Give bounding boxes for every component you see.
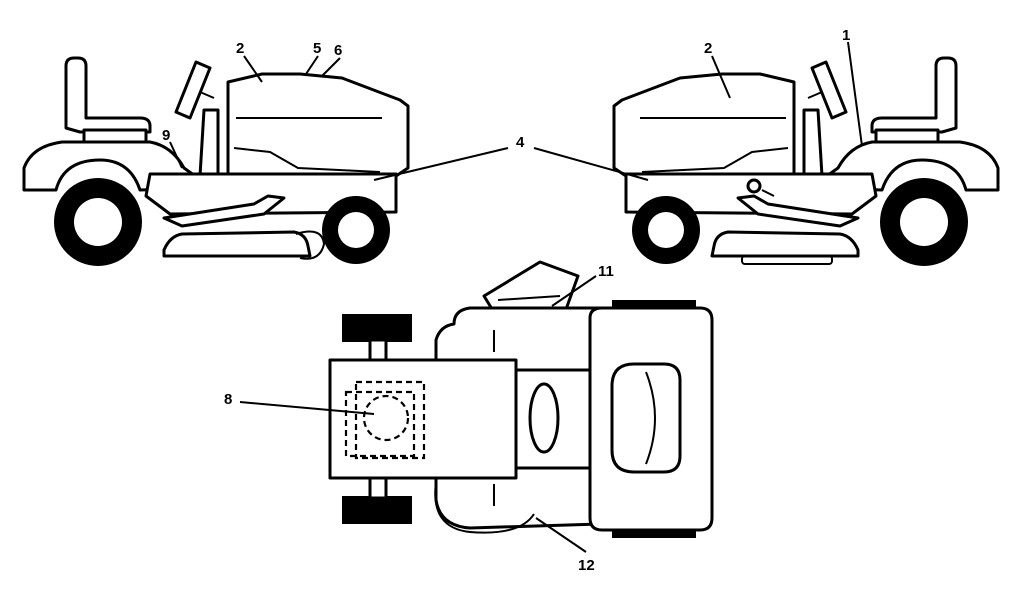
callout-12: 12 (578, 557, 595, 574)
tractor-top-view (328, 260, 714, 538)
front-wheel-top-right (342, 496, 412, 524)
front-wheel-top-left (342, 314, 412, 342)
steering-wheel (174, 60, 212, 120)
seat-base (82, 128, 148, 144)
callout-8: 8 (224, 391, 232, 408)
mower-deck (710, 230, 860, 258)
lift-lever-knob (746, 178, 762, 194)
chassis (624, 172, 878, 216)
steering-column (802, 108, 824, 178)
seat-top (610, 362, 682, 474)
callout-2-left: 2 (236, 40, 244, 57)
seat-base (874, 128, 940, 144)
steering-wheel (810, 60, 848, 120)
callout-1: 1 (842, 27, 850, 44)
mower-deck (162, 230, 312, 258)
footrest (162, 194, 286, 228)
leader-lines (169, 41, 863, 553)
callout-9: 9 (162, 127, 170, 144)
tractor-right-side-view (612, 56, 1000, 266)
hood (612, 72, 796, 186)
steering-column (198, 108, 220, 178)
label-area-8-circle (362, 394, 410, 442)
hood (226, 72, 410, 186)
seat (64, 56, 152, 134)
steering-top (528, 382, 560, 454)
callout-4: 4 (516, 134, 525, 151)
callout-6: 6 (334, 42, 342, 59)
label-area-8-outer (354, 380, 426, 460)
callout-11: 11 (598, 263, 614, 280)
chassis (144, 172, 398, 216)
callout-5: 5 (313, 40, 321, 57)
footrest (736, 194, 860, 228)
seat (870, 56, 958, 134)
callout-2-right: 2 (704, 40, 712, 57)
tractor-left-side-view (22, 56, 410, 266)
